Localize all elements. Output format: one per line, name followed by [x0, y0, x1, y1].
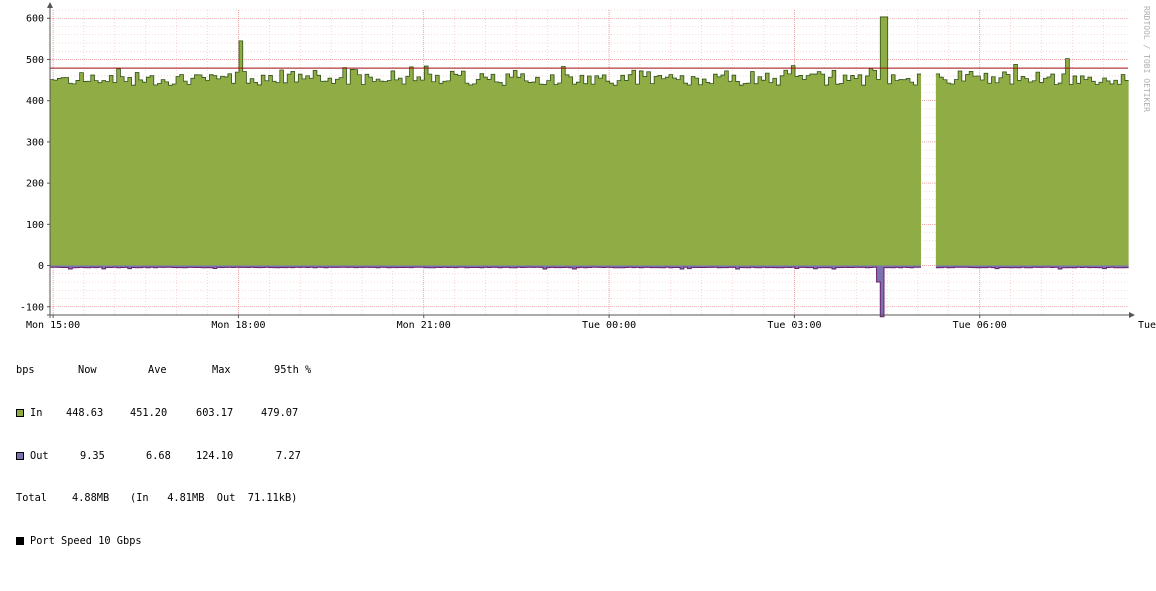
legend-row-out: Out 9.35 6.68 124.10 7.27 — [16, 449, 301, 463]
legend-header-95th: 95th % — [274, 364, 312, 377]
y-tick-label: -100 — [20, 302, 44, 313]
out-color-swatch — [16, 451, 24, 460]
watermark: RRDTOOL / TOBI OETIKER — [1142, 6, 1151, 112]
y-tick-label: 200 — [26, 179, 44, 190]
in-series-area — [935, 58, 1129, 266]
y-tick-label: 100 — [26, 220, 44, 231]
legend-out-now: 9.35 — [80, 449, 105, 462]
port-color-swatch — [16, 536, 24, 545]
x-tick-label: Tue 09:00 — [1138, 320, 1156, 330]
legend-header-row: bps Now Ave Max 95th % — [16, 363, 311, 377]
in-series-line — [50, 16, 922, 86]
legend-total-value: 4.88MB — [72, 492, 110, 505]
in-series-area — [50, 16, 922, 266]
legend-out-ave: 6.68 — [146, 449, 171, 462]
out-series-line — [935, 266, 1129, 270]
legend-out-p95: 7.27 — [276, 449, 301, 462]
x-tick-label: Mon 15:00 — [26, 320, 80, 330]
legend-row-in: In 448.63 451.20 603.17 479.07 — [16, 406, 298, 420]
in-color-swatch — [16, 409, 24, 417]
legend-header-max: Max — [212, 364, 231, 377]
axes — [47, 2, 1135, 318]
y-tick-label: 500 — [26, 55, 44, 66]
legend-in-max: 603.17 — [196, 407, 234, 419]
y-axis-labels: -100 0 100 200 300 400 500 600 — [20, 14, 44, 314]
traffic-graph: -100 0 100 200 300 400 500 600 Mon 15:00 Mon 18:… — [20, 2, 1156, 330]
y-tick-label: 600 — [26, 14, 44, 25]
traffic-areas — [50, 16, 1129, 318]
out-series-line — [50, 266, 922, 318]
x-axis-arrow — [1129, 312, 1135, 318]
out-series-area — [50, 265, 922, 317]
x-axis-labels: Mon 15:00 Mon 18:00 Mon 21:00 Tue 00:00 Tue … — [26, 320, 1156, 330]
y-axis-arrow — [47, 2, 53, 8]
x-tick-label: Tue 06:00 — [953, 320, 1007, 330]
legend-out-name: Out — [30, 449, 49, 462]
legend-header-unit: bps — [16, 364, 35, 377]
x-tick-label: Tue 00:00 — [582, 320, 636, 330]
x-tick-label: Mon 21:00 — [397, 320, 451, 330]
x-tick-label: Tue 03:00 — [767, 320, 821, 330]
legend-in-name: In — [30, 407, 43, 419]
legend-in-ave: 451.20 — [130, 407, 168, 419]
legend-in-p95: 479.07 — [261, 407, 299, 419]
y-tick-label: 400 — [26, 96, 44, 107]
y-tick-label: 300 — [26, 137, 44, 148]
legend-header-ave: Ave — [148, 364, 167, 377]
x-tick-label: Mon 18:00 — [211, 320, 265, 330]
y-tick-label: 0 — [38, 261, 44, 272]
legend-port-row: Port Speed 10 Gbps — [16, 534, 142, 548]
legend-port-label: Port Speed 10 Gbps — [30, 534, 142, 547]
legend-out-max: 124.10 — [196, 449, 234, 462]
legend-total-row: Total 4.88MB (In 4.81MB Out 71.11kB) — [16, 491, 297, 505]
in-series-line — [935, 58, 1129, 85]
legend-header-now: Now — [78, 364, 97, 377]
legend-total-label: Total — [16, 492, 47, 505]
legend-in-now: 448.63 — [66, 407, 104, 419]
legend: bps Now Ave Max 95th % In 448.63 451.20 … — [16, 335, 311, 562]
legend-total-breakdown: (In 4.81MB Out 71.11kB) — [130, 492, 298, 505]
